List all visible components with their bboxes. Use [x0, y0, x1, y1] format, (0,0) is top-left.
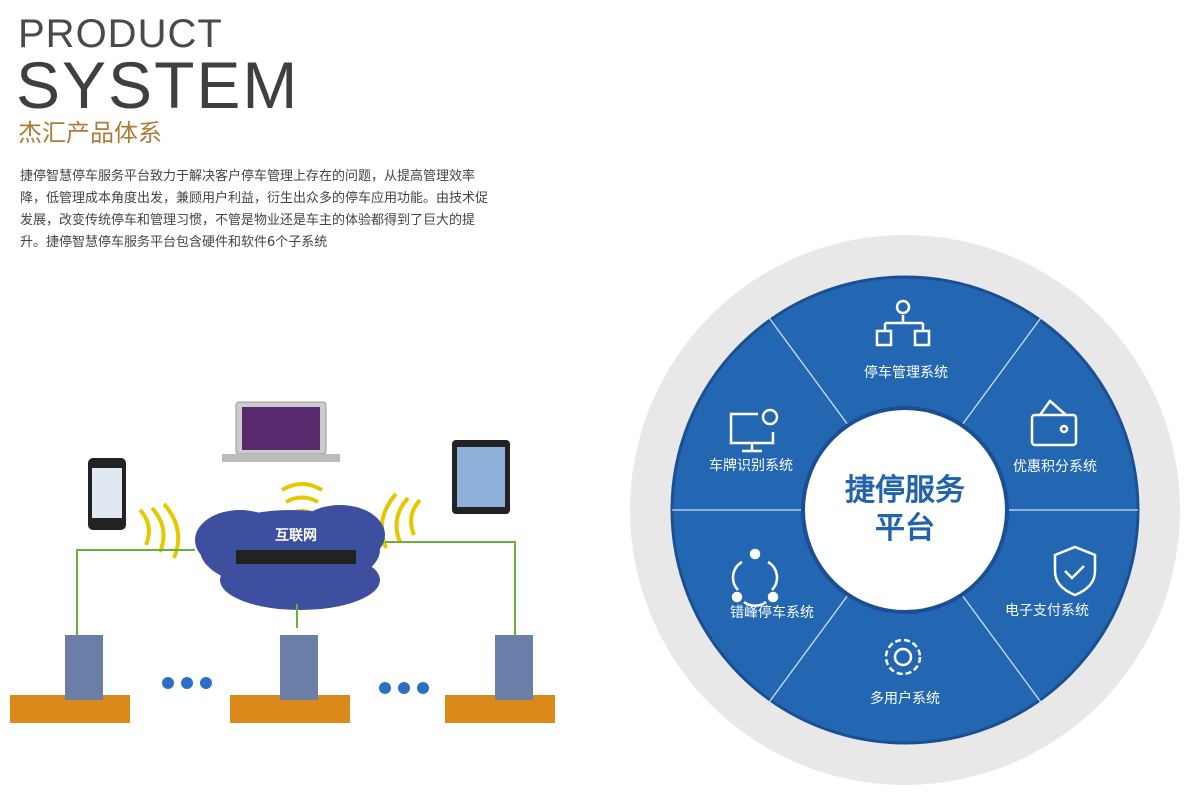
- phone-icon: [88, 458, 126, 530]
- center-line2: 平台: [875, 511, 935, 546]
- arrows: [76, 541, 516, 640]
- gear-icon: [884, 638, 922, 676]
- shield-check-icon: [1053, 545, 1097, 597]
- title-system: SYSTEM: [16, 48, 300, 122]
- monitor-gear-icon: [729, 408, 779, 453]
- org-chart-gear-icon: [875, 299, 931, 347]
- subtitle: 杰汇产品体系: [18, 119, 162, 147]
- share-cycle-icon: [731, 548, 779, 607]
- network-diagram: 互联网: [10, 401, 555, 723]
- server-icon: [236, 550, 356, 564]
- segment-off-peak-parking: 错峰停车系统: [730, 605, 814, 621]
- segment-parking-management: 停车管理系统: [864, 365, 948, 381]
- ellipsis-dots: [162, 677, 429, 694]
- title-product: PRODUCT: [18, 12, 223, 56]
- cloud-label: 互联网: [275, 528, 317, 544]
- wifi-icons: [138, 482, 422, 559]
- platform-center: 捷停服务 平台: [805, 410, 1005, 610]
- tablet-icon: [452, 440, 510, 514]
- wallet-icon: [1030, 399, 1078, 447]
- segment-multi-user: 多用户系统: [870, 691, 940, 707]
- platform-wheel: [630, 235, 1180, 785]
- segment-electronic-payment: 电子支付系统: [1005, 603, 1089, 619]
- laptop-icon: [222, 401, 340, 462]
- segment-discount-points: 优惠积分系统: [1013, 459, 1097, 475]
- gate-booths: [10, 635, 555, 723]
- center-line1: 捷停服务: [845, 473, 965, 508]
- description: 捷停智慧停车服务平台致力于解决客户停车管理上存在的问题，从提高管理效率降，低管理…: [20, 169, 489, 250]
- segment-plate-recognition: 车牌识别系统: [709, 458, 793, 474]
